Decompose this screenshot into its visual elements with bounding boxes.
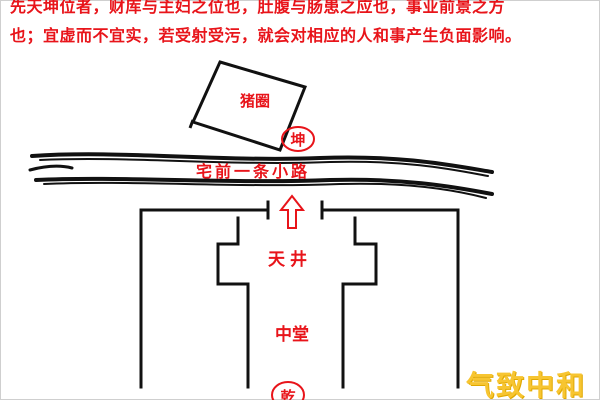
qian-label: 乾 (280, 388, 295, 400)
kun-marker: 坤 (281, 126, 315, 152)
pigpen: 猪圈 (188, 60, 308, 152)
caption-line-1: 先天坤位者，财库与主妇之位也，肚腹与肠患之应也，事业前景之方 (10, 0, 506, 16)
kun-label: 坤 (290, 131, 305, 149)
courtyard-label: 天井 (268, 249, 312, 270)
path-label: 宅前一条小路 (196, 162, 310, 181)
road (28, 152, 494, 199)
qian-marker: 乾 (271, 381, 305, 400)
qian-circle (271, 381, 305, 400)
watermark: 气致中和 (465, 369, 586, 402)
kun-circle (281, 126, 315, 152)
pigpen-outline (190, 60, 308, 152)
pigpen-label: 猪圈 (239, 92, 270, 110)
up-arrow (278, 194, 306, 229)
hall-label: 中堂 (275, 324, 309, 345)
house-walls (139, 200, 460, 389)
caption-line-2: 也；宜虚而不宜实，若受射受污，就会对相应的人和事产生负面影响。 (10, 26, 522, 45)
